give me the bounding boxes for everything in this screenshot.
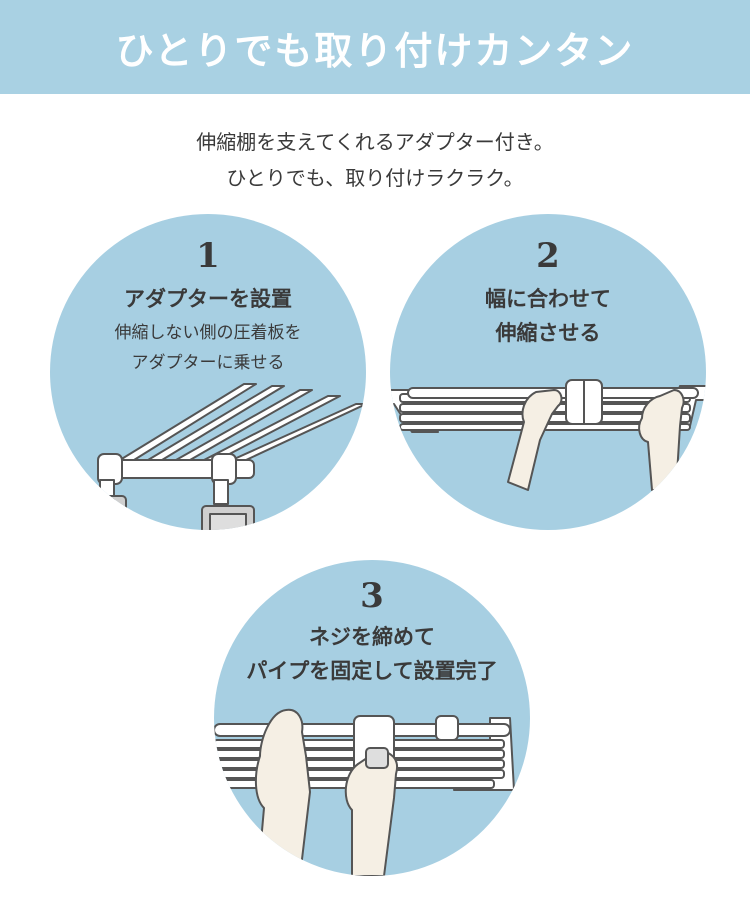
step-2-title-line-1: 幅に合わせて [485,287,611,311]
intro-line-2: ひとりでも、取り付けラクラク。 [226,166,524,190]
step-1-desc-line-2: アダプターに乗せる [131,353,285,373]
step-2-title-line-2: 伸縮させる [495,321,601,345]
intro-line-1: 伸縮棚を支えてくれるアダプター付き。 [196,130,554,154]
step-3-title-line-1: ネジを締めて [309,625,435,649]
tighten-screw-illustration [214,708,515,876]
extend-shelf-illustration [390,379,706,491]
step-2-circle: 2 幅に合わせて 伸縮させる [390,214,706,530]
step-1-title-line: アダプターを設置 [124,287,292,311]
step-3-number: 3 [360,576,384,616]
step-3-circle: 3 ネジを締めて パイプを固定して設置完了 [214,560,530,876]
step-3-title: ネジを締めて パイプを固定して設置完了 [214,620,530,688]
step-1-desc-line-1: 伸縮しない側の圧着板を [114,323,302,343]
step-1-title: アダプターを設置 [50,282,366,316]
step-2-number: 2 [536,236,560,276]
header-banner: ひとりでも取り付けカンタン [0,0,750,94]
page-title: ひとりでも取り付けカンタン [115,28,635,73]
step-2-title: 幅に合わせて 伸縮させる [390,282,706,350]
step-1-circle: 1 アダプターを設置 伸縮しない側の圧着板を アダプターに乗せる [50,214,366,530]
adapter-shelf-illustration [71,383,366,530]
step-1-number: 1 [196,236,220,276]
step-3-title-line-2: パイプを固定して設置完了 [246,659,498,683]
intro-text: 伸縮棚を支えてくれるアダプター付き。 ひとりでも、取り付けラクラク。 [0,124,750,196]
step-1-description: 伸縮しない側の圧着板を アダプターに乗せる [50,318,366,378]
